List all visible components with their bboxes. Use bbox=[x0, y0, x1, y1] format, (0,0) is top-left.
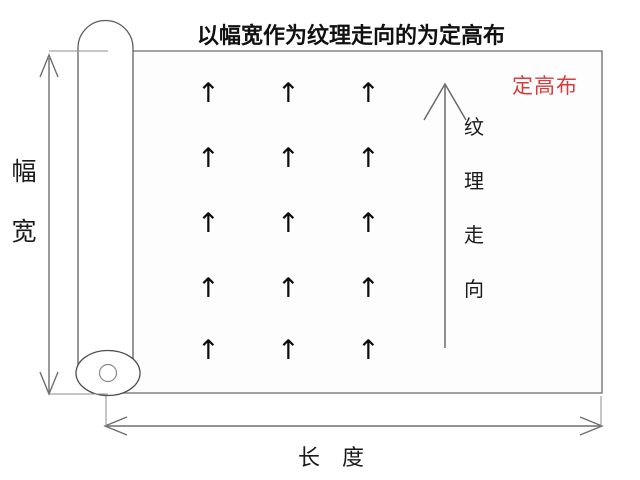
grain-arrow-icon: ↑ bbox=[277, 335, 300, 366]
grain-arrow-icon: ↑ bbox=[197, 78, 220, 109]
grain-arrow-icon: ↑ bbox=[277, 208, 300, 239]
width-label-char: 幅 bbox=[11, 158, 37, 186]
fabric-sheet bbox=[104, 50, 603, 394]
length-dimension-label: 长 度 bbox=[297, 445, 373, 470]
width-dimension-label: 幅 宽 bbox=[6, 160, 42, 245]
grain-label-char: 走 bbox=[464, 225, 484, 247]
grain-arrow-icon: ↑ bbox=[357, 273, 380, 304]
page-title: 以幅宽作为纹理走向的为定高布 bbox=[196, 23, 505, 48]
length-measure-arrow bbox=[103, 396, 604, 436]
grain-arrow-icon: ↑ bbox=[277, 78, 300, 109]
fabric-roll-body bbox=[77, 19, 134, 372]
grain-label-char: 纹 bbox=[464, 117, 484, 139]
callout-label-dinggaobu: 定高布 bbox=[512, 75, 578, 98]
grain-direction-label: 纹 理 走 向 bbox=[458, 118, 490, 300]
grain-arrow-icon: ↑ bbox=[197, 335, 220, 366]
grain-arrow-icon: ↑ bbox=[197, 208, 220, 239]
width-measure-arrow bbox=[39, 50, 108, 396]
width-label-char: 宽 bbox=[11, 218, 37, 246]
grain-direction-arrow bbox=[423, 82, 467, 348]
grain-label-char: 理 bbox=[464, 171, 484, 193]
grain-arrow-icon: ↑ bbox=[277, 143, 300, 174]
grain-arrow-icon: ↑ bbox=[357, 208, 380, 239]
fabric-roll-core bbox=[98, 363, 118, 383]
grain-label-char: 向 bbox=[464, 279, 484, 301]
grain-arrow-icon: ↑ bbox=[277, 273, 300, 304]
grain-arrow-icon: ↑ bbox=[357, 143, 380, 174]
grain-arrow-icon: ↑ bbox=[357, 78, 380, 109]
grain-arrow-icon: ↑ bbox=[197, 273, 220, 304]
grain-arrow-icon: ↑ bbox=[357, 335, 380, 366]
grain-arrow-icon: ↑ bbox=[197, 143, 220, 174]
